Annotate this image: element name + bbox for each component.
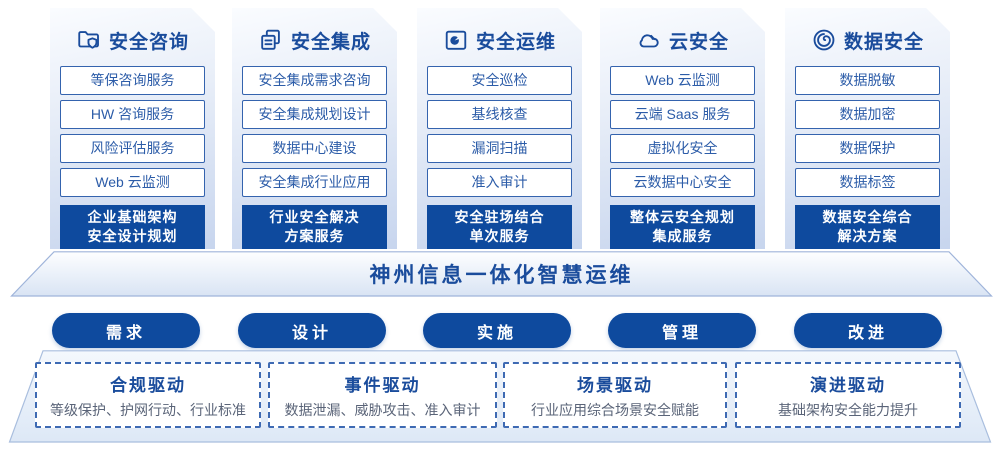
pillar-card-cloud-security: 云安全 Web 云监测 云端 Saas 服务 虚拟化安全 云数据中心安全 整体云… <box>600 8 765 249</box>
service-item: 数据标签 <box>795 168 940 197</box>
driver-title: 合规驱动 <box>110 375 186 395</box>
platform-banner: 神州信息一体化智慧运维 <box>10 251 993 297</box>
pillar-card-data-security: 数据安全 数据脱敏 数据加密 数据保护 数据标签 数据安全综合 解决方案 <box>785 8 950 249</box>
driver-desc: 等级保护、护网行动、行业标准 <box>50 401 246 418</box>
pillar-card-security-integration: 安全集成 安全集成需求咨询 安全集成规划设计 数据中心建设 安全集成行业应用 行… <box>232 8 397 249</box>
highlight-service: 整体云安全规划 集成服务 <box>610 205 755 249</box>
service-item: 数据保护 <box>795 134 940 163</box>
service-item: 基线核查 <box>427 100 572 129</box>
card-title: 安全集成 <box>290 31 371 53</box>
service-item: 准入审计 <box>427 168 572 197</box>
driver-desc: 行业应用综合场景安全赋能 <box>531 401 699 418</box>
banner-trapezoid-shape <box>10 251 993 297</box>
cloud-icon <box>636 27 662 53</box>
pillar-card-security-consulting: 安全咨询 等保咨询服务 HW 咨询服务 风险评估服务 Web 云监测 企业基础架… <box>50 8 215 249</box>
documents-icon <box>258 27 284 53</box>
card-header: 安全集成 <box>242 25 387 55</box>
card-title: 数据安全 <box>843 31 924 53</box>
highlight-service: 安全驻场结合 单次服务 <box>427 205 572 249</box>
service-item: 等保咨询服务 <box>60 66 205 95</box>
card-header: 安全咨询 <box>60 25 205 55</box>
driver-box-compliance: 合规驱动 等级保护、护网行动、行业标准 <box>35 362 261 428</box>
process-pill-improve: 改进 <box>794 313 942 348</box>
highlight-service: 企业基础架构 安全设计规划 <box>60 205 205 249</box>
driver-box-evolution: 演进驱动 基础架构安全能力提升 <box>735 362 961 428</box>
service-item: 风险评估服务 <box>60 134 205 163</box>
card-title: 安全运维 <box>475 31 556 53</box>
driver-title: 演进驱动 <box>810 375 886 395</box>
process-pill-requirements: 需求 <box>52 313 200 348</box>
service-item: Web 云监测 <box>610 66 755 95</box>
banner-title: 神州信息一体化智慧运维 <box>369 264 634 287</box>
card-header: 数据安全 <box>795 25 940 55</box>
process-pill-design: 设计 <box>238 313 386 348</box>
service-item: 安全集成需求咨询 <box>242 66 387 95</box>
driver-box-incident: 事件驱动 数据泄漏、威胁攻击、准入审计 <box>268 362 497 428</box>
highlight-service: 数据安全综合 解决方案 <box>795 205 940 249</box>
driver-title: 事件驱动 <box>344 375 421 395</box>
service-item: 安全集成规划设计 <box>242 100 387 129</box>
service-item: 数据脱敏 <box>795 66 940 95</box>
service-item: Web 云监测 <box>60 168 205 197</box>
pillar-card-security-operations: 安全运维 安全巡检 基线核查 漏洞扫描 准入审计 安全驻场结合 单次服务 <box>417 8 582 249</box>
highlight-service: 行业安全解决 方案服务 <box>242 205 387 249</box>
driver-desc: 基础架构安全能力提升 <box>778 401 918 418</box>
spiral-icon <box>811 27 837 53</box>
service-item: 安全巡检 <box>427 66 572 95</box>
driver-box-scenario: 场景驱动 行业应用综合场景安全赋能 <box>503 362 727 428</box>
folder-pie-icon <box>443 27 469 53</box>
driver-title: 场景驱动 <box>577 375 653 395</box>
service-item: 漏洞扫描 <box>427 134 572 163</box>
card-header: 云安全 <box>610 25 755 55</box>
service-item: 虚拟化安全 <box>610 134 755 163</box>
card-title: 安全咨询 <box>108 31 189 53</box>
card-header: 安全运维 <box>427 25 572 55</box>
service-item: HW 咨询服务 <box>60 100 205 129</box>
service-item: 数据加密 <box>795 100 940 129</box>
process-pill-implement: 实施 <box>423 313 571 348</box>
service-item: 安全集成行业应用 <box>242 168 387 197</box>
service-item: 数据中心建设 <box>242 134 387 163</box>
service-item: 云数据中心安全 <box>610 168 755 197</box>
driver-desc: 数据泄漏、威胁攻击、准入审计 <box>284 401 481 418</box>
folder-shield-icon <box>76 27 102 53</box>
service-item: 云端 Saas 服务 <box>610 100 755 129</box>
process-pill-manage: 管理 <box>608 313 756 348</box>
card-title: 云安全 <box>668 31 729 53</box>
